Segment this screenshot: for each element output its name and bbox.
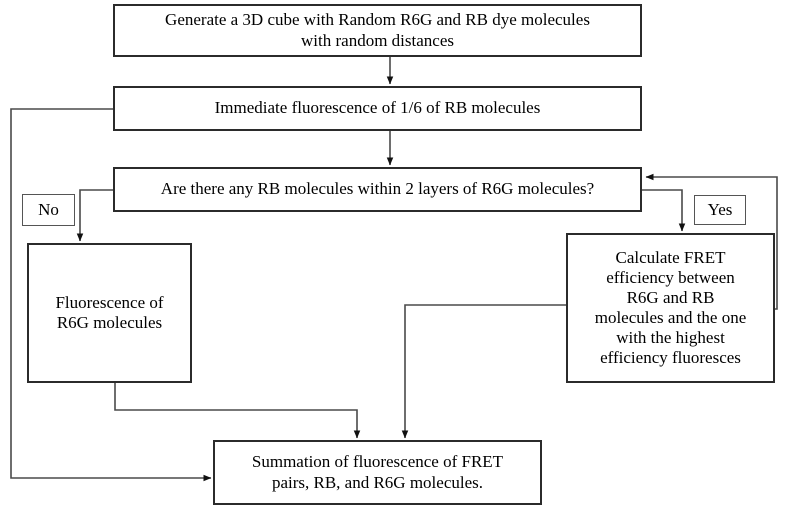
node-calculate-fret-efficiency[interactable]: Calculate FRET efficiency between R6G an… [566, 233, 775, 383]
node-decision-label: Are there any RB molecules within 2 laye… [160, 179, 595, 199]
node-fluorescence-label: Fluorescence of R6G molecules [55, 292, 164, 332]
edge-decision-yes-to-fret [642, 189, 686, 232]
edge-decision-no-to-fluorescence [76, 189, 113, 242]
branch-label-no: No [22, 194, 75, 226]
node-immediate-label: Immediate fluorescence of 1/6 of RB mole… [214, 98, 541, 118]
edge-fluorescence-to-summation [114, 383, 361, 439]
edge-fret-to-summation [401, 304, 566, 439]
node-generate-cube[interactable]: Generate a 3D cube with Random R6G and R… [113, 4, 642, 57]
node-immediate-fluorescence[interactable]: Immediate fluorescence of 1/6 of RB mole… [113, 86, 642, 131]
branch-label-no-text: No [38, 200, 59, 219]
branch-label-yes: Yes [694, 195, 746, 225]
node-generate-label: Generate a 3D cube with Random R6G and R… [165, 10, 590, 50]
node-decision-rb-within-two-layers[interactable]: Are there any RB molecules within 2 laye… [113, 167, 642, 212]
branch-label-yes-text: Yes [707, 200, 733, 219]
node-summation-label: Summation of fluorescence of FRET pairs,… [251, 452, 504, 492]
node-fluorescence-r6g[interactable]: Fluorescence of R6G molecules [27, 243, 192, 383]
node-fret-label: Calculate FRET efficiency between R6G an… [594, 247, 747, 368]
node-summation-of-fluorescence[interactable]: Summation of fluorescence of FRET pairs,… [213, 440, 542, 505]
